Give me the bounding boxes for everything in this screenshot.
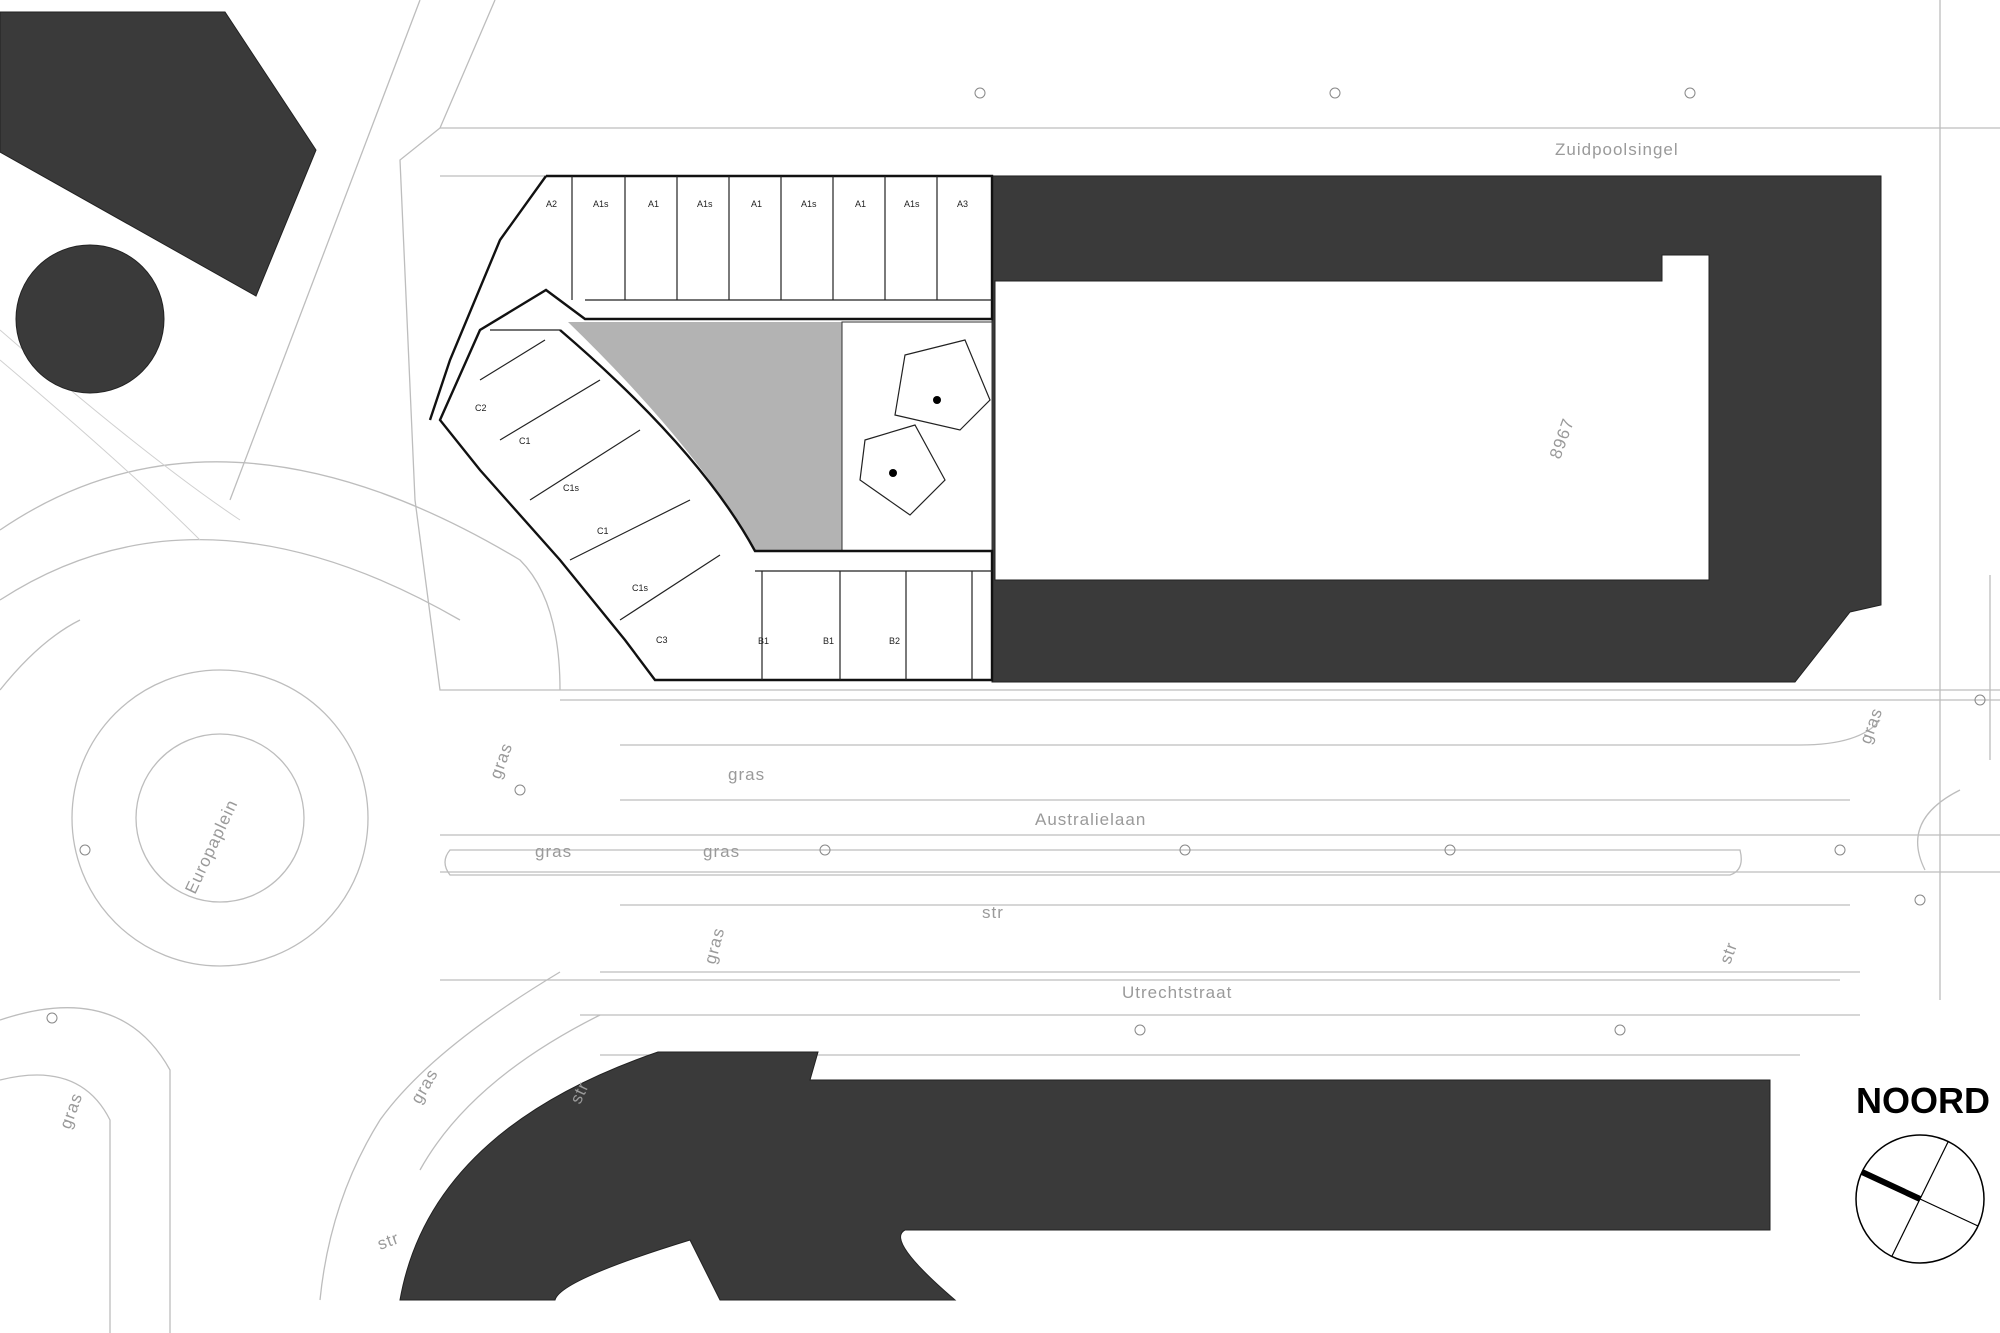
unit-label: A1: [855, 199, 866, 209]
unit-label: A1: [751, 199, 762, 209]
umbrella-icon: [859, 339, 991, 516]
courtyard-garden: [841, 321, 993, 552]
label-gras: gras: [703, 842, 740, 861]
unit-label: B1: [823, 636, 834, 646]
unit-label: C2: [475, 403, 487, 413]
label-gras: gras: [535, 842, 572, 861]
label-gras: gras: [486, 740, 517, 781]
building-south: [399, 1051, 1771, 1301]
unit-label: A1s: [593, 199, 609, 209]
label-str: str: [982, 903, 1004, 922]
unit-labels: A2 A1s A1 A1s A1 A1s A1 A1s A3 C2 C1 C1s…: [475, 199, 968, 646]
square-europaplein: Europaplein: [181, 796, 241, 896]
street-australielaan: Australielaan: [1035, 810, 1146, 829]
label-gras: gras: [701, 925, 729, 966]
apartment-block: [428, 174, 994, 682]
label-str: str: [1716, 939, 1741, 966]
unit-label: C1s: [563, 483, 580, 493]
unit-label: C3: [656, 635, 668, 645]
street-utrechtstraat: Utrechtstraat: [1122, 983, 1232, 1002]
label-gras: gras: [1856, 705, 1887, 746]
label-str: str: [375, 1228, 402, 1253]
building-8967: [991, 175, 1882, 683]
courtyard-paved: [568, 322, 842, 551]
building-northwest: [0, 11, 317, 297]
unit-label: A2: [546, 199, 557, 209]
unit-label: A1: [648, 199, 659, 209]
street-zuidpoolsingel: Zuidpoolsingel: [1555, 140, 1679, 159]
unit-label: A1s: [904, 199, 920, 209]
unit-label: B1: [758, 636, 769, 646]
north-label: NOORD: [1856, 1080, 1990, 1121]
building-number: 8967: [1546, 416, 1578, 462]
unit-label: A1s: [697, 199, 713, 209]
label-gras: gras: [728, 765, 765, 784]
unit-label: C1s: [632, 583, 649, 593]
unit-label: A1s: [801, 199, 817, 209]
unit-label: C1: [597, 526, 609, 536]
label-gras: gras: [56, 1090, 87, 1131]
round-building: [15, 244, 165, 394]
label-gras: gras: [407, 1065, 442, 1107]
unit-label: A3: [957, 199, 968, 209]
unit-label: C1: [519, 436, 531, 446]
unit-label: B2: [889, 636, 900, 646]
north-arrow-icon: [1855, 1134, 1985, 1264]
trees: [46, 87, 1986, 1036]
